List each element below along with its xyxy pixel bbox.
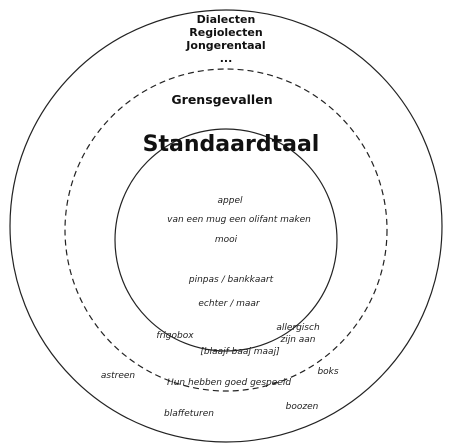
inner-example-mug-olifant: van een mug een olifant maken — [167, 215, 311, 225]
outer-circle — [9, 9, 443, 443]
outer-ring-line-jongerentaal: Jongerentaal — [185, 39, 265, 52]
boundary-example-blaajf: [blaajf baaj maaj] — [200, 347, 280, 357]
inner-example-pinpas: pinpas / bankkaart — [188, 275, 274, 285]
outer-example-astreen: astreen — [101, 371, 136, 381]
boundary-example-allergisch-1: allergisch — [276, 323, 320, 333]
middle-ring-label: Grensgevallen — [171, 92, 272, 107]
boundary-example-frigobox: frigobox — [156, 331, 194, 341]
middle-dashed-circle — [64, 68, 388, 392]
inner-example-echter-maar: echter / maar — [198, 299, 261, 309]
boundary-example-hun-hebben: Hun hebben goed gespeeld — [167, 378, 291, 388]
outer-ring-line-ellipsis: ... — [220, 52, 233, 65]
inner-example-mooi: mooi — [215, 235, 238, 245]
outer-ring-line-dialecten: Dialecten — [197, 13, 256, 26]
inner-example-appel: appel — [218, 196, 243, 206]
outer-example-blaffeturen: blaffeturen — [164, 409, 214, 419]
outer-example-boks: boks — [317, 367, 338, 377]
inner-circle-title: Standaardtaal — [143, 132, 320, 157]
outer-ring-line-regiolecten: Regiolecten — [189, 26, 262, 39]
boundary-example-allergisch-2: zijn aan — [279, 335, 315, 345]
outer-example-boozen: boozen — [286, 402, 319, 412]
inner-circle — [114, 128, 338, 352]
